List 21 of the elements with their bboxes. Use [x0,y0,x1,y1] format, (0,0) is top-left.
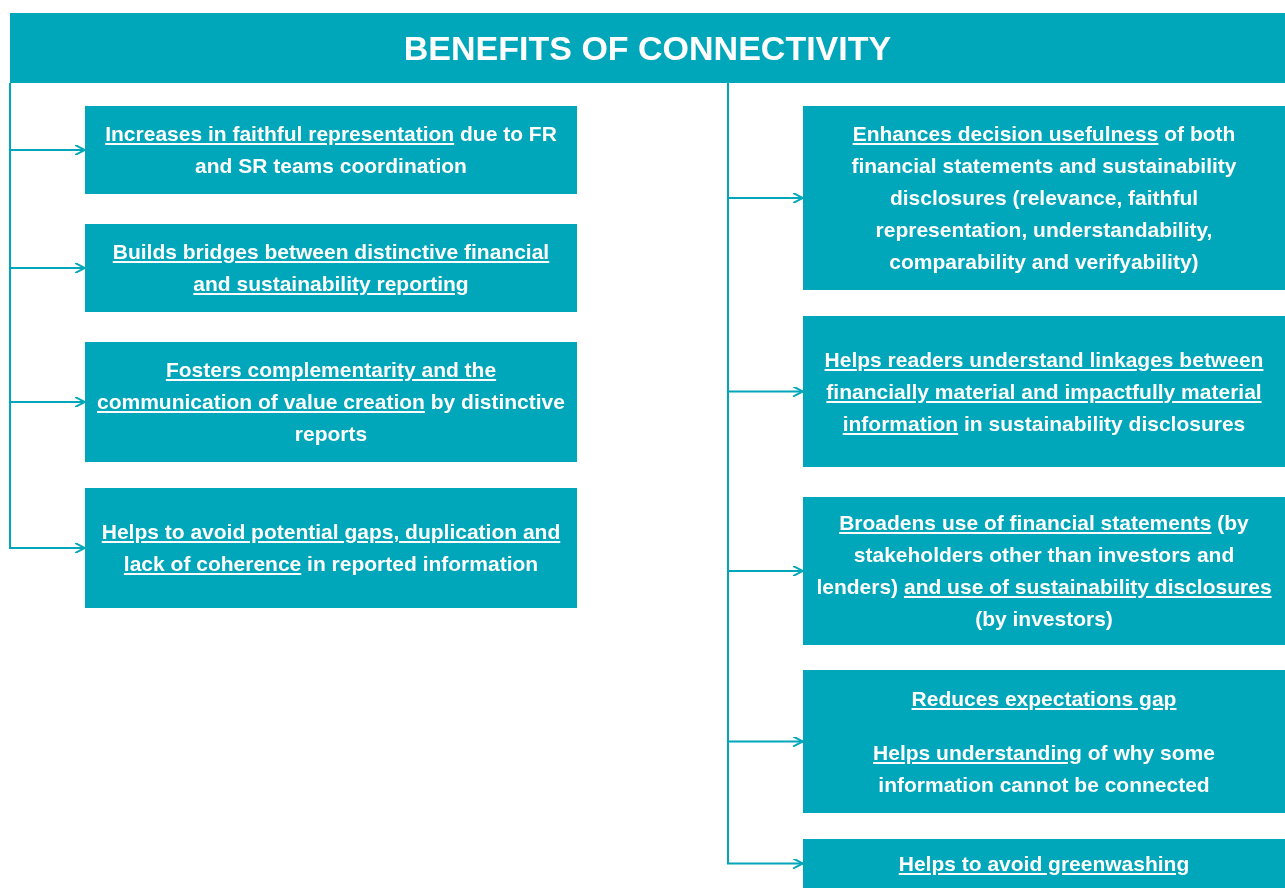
benefit-box [85,342,577,462]
benefit-box [85,224,577,312]
benefit-box [803,106,1285,290]
benefit-text: Helps understanding of why some information cannot be connected [872,739,1216,798]
benefit-box [803,839,1285,888]
title-banner [10,13,1285,83]
banner-title: BENEFITS OF CONNECTIVITY [403,28,892,68]
benefit-box [803,670,1285,813]
benefit-text: Reduces expectations gap [911,685,1177,712]
benefit-box [803,316,1285,467]
benefit-box [803,497,1285,645]
benefit-text: Enhances decision usefulness of both financial statements and sustainability disclosures (relevance, faithful representation, understandability, comparability and verifyability) [850,121,1238,275]
benefit-text: Increases in faithful representation due to FR and SR teams coordination [104,121,558,179]
benefit-text: Builds bridges between distinctive financial and sustainability reporting [111,239,551,297]
benefit-box [85,488,577,608]
benefit-text: Fosters complementarity and the communication of value creation by distinctive reports [96,357,566,447]
benefit-text: Helps to avoid potential gaps, duplication and lack of coherence in reported information [100,519,562,577]
benefit-text: Helps readers understand linkages between financially material and impactfully material information in sustainability disclosures [823,346,1265,437]
benefit-box [85,106,577,194]
benefit-text: Broadens use of financial statements (by stakeholders other than investors and lenders) and use of sustainability disclosures (by investors) [815,510,1273,632]
benefit-text: Helps to avoid greenwashing [898,850,1190,877]
